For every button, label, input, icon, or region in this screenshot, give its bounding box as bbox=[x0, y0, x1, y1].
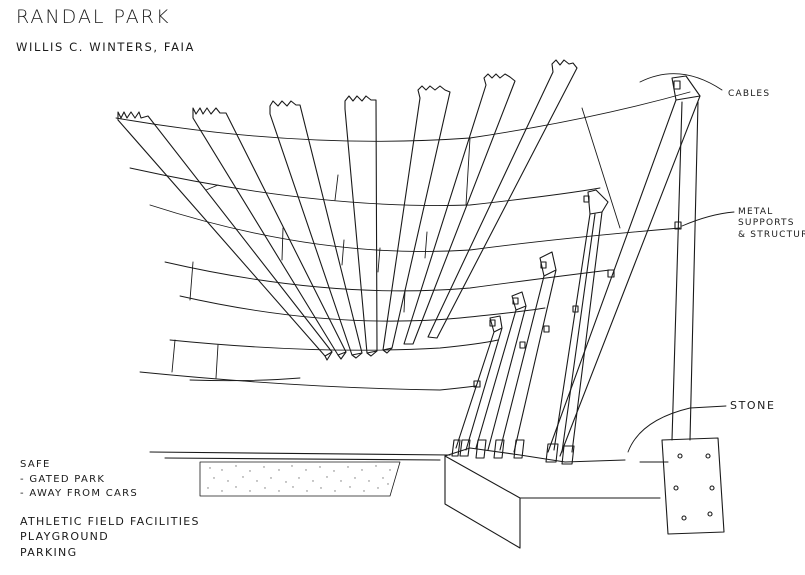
notes-facility-item: PLAYGROUND bbox=[20, 530, 109, 544]
callout-metal-line: METAL bbox=[738, 207, 774, 217]
site-notes: SAFE - GATED PARK - AWAY FROM CARS ATHLE… bbox=[20, 458, 200, 561]
canopy-slat bbox=[344, 95, 378, 354]
canopy-slat bbox=[403, 73, 516, 345]
canopy-slat bbox=[382, 85, 451, 351]
canopy-slat bbox=[117, 111, 333, 357]
ground-plane bbox=[149, 451, 669, 497]
notes-facility-item: ATHLETIC FIELD FACILITIES bbox=[20, 514, 200, 528]
callout-stone: STONE bbox=[730, 399, 776, 412]
notes-safe-item: - AWAY FROM CARS bbox=[20, 488, 139, 499]
notes-safe-heading: SAFE bbox=[20, 459, 51, 470]
canopy-slat bbox=[427, 59, 578, 339]
notes-facility-item: PARKING bbox=[20, 546, 78, 560]
stippled-field bbox=[207, 465, 391, 492]
metal-supports bbox=[451, 75, 701, 465]
stone-base bbox=[444, 437, 725, 549]
notes-spacer bbox=[20, 502, 200, 514]
callout-metal-line: SUPPORTS bbox=[738, 218, 795, 229]
canopy-slat bbox=[269, 100, 363, 356]
notes-safe-item: - GATED PARK bbox=[20, 473, 106, 485]
callout-metal-line: & STRUCTURE bbox=[738, 229, 805, 240]
callout-cables: CABLES bbox=[728, 89, 771, 99]
canopy-slats bbox=[117, 59, 578, 361]
author-credit: WILLIS C. WINTERS, FAIA bbox=[16, 40, 196, 54]
callout-leaders bbox=[627, 73, 735, 453]
canopy-cables bbox=[115, 91, 691, 391]
page-title: RANDAL PARK bbox=[16, 6, 171, 28]
callout-metal-supports: METAL SUPPORTS & STRUCTURE bbox=[738, 207, 805, 241]
